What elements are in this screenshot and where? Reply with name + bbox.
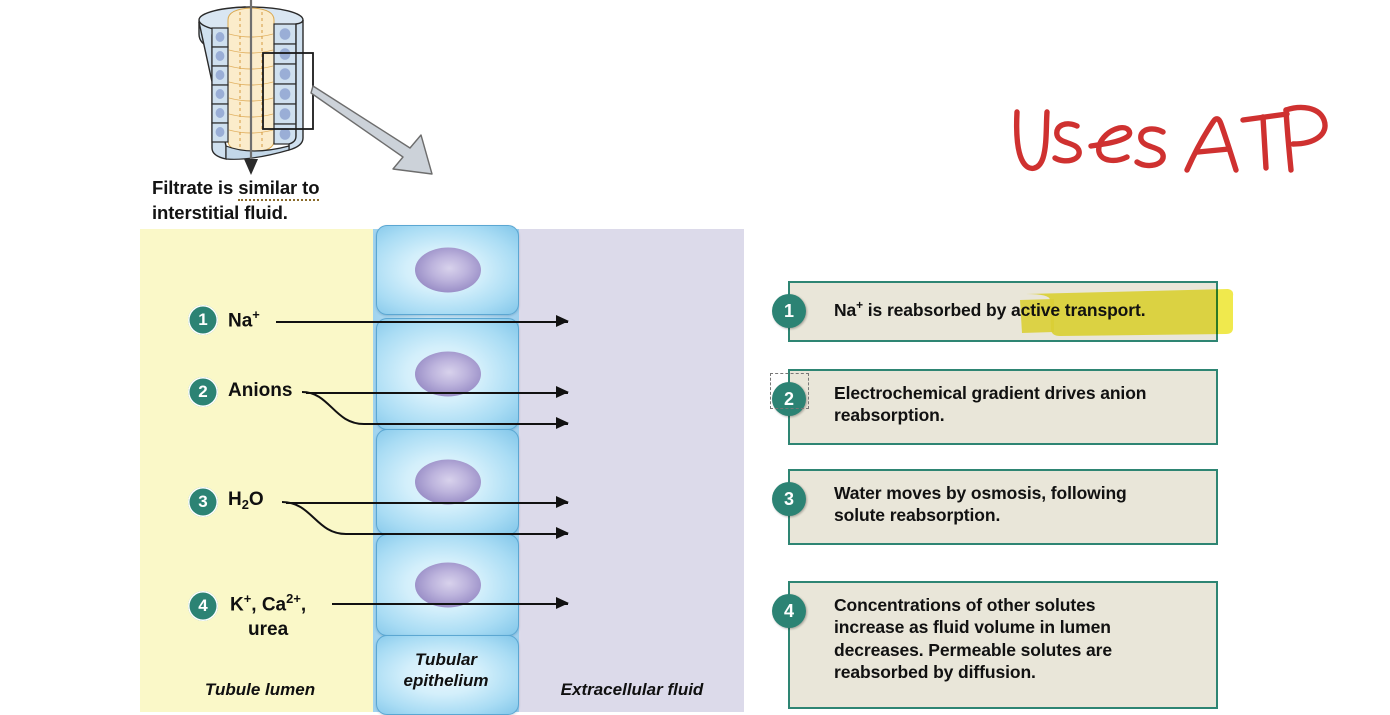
selection-handle-box[interactable] [770, 373, 809, 409]
callout-box-1[interactable]: 1 Na+ is reabsorbed by active transport. [772, 281, 1218, 342]
transport-arrow-3a [286, 502, 568, 504]
callout-box-3[interactable]: 3 Water moves by osmosis, following solu… [772, 469, 1218, 545]
transport-arrow-3b [401, 533, 568, 535]
diagram-step-marker-2: 2 [188, 377, 218, 407]
callout-marker-3: 3 [772, 482, 806, 516]
cell-nucleus [414, 247, 481, 293]
label-tubule-lumen: Tubule lumen [204, 680, 316, 699]
epithelial-cell [376, 318, 519, 430]
callout-1-mid: is reabsorbed by [863, 299, 1012, 320]
callout-text-3: Water moves by osmosis, following solute… [834, 482, 1204, 527]
extracellular-fluid-region [519, 229, 744, 712]
epithelial-cell [376, 534, 519, 636]
label-tubular-epithelium: Tubular epithelium [373, 649, 519, 692]
transport-arrow-head-3b [556, 527, 569, 539]
transport-arrow-head-2a [556, 386, 569, 398]
callout-4-line1: Concentrations of other solutes [834, 595, 1096, 615]
diagram-step-marker-3: 3 [188, 487, 218, 517]
ion-label-other-solutes: K+, Ca2+,urea [230, 591, 307, 640]
ion-label-water: H2O [228, 489, 264, 512]
ion-label-anions: Anions [228, 380, 293, 401]
callout-marker-4: 4 [772, 594, 806, 628]
callout-text-1: Na+ is reabsorbed by active transport. [834, 298, 1204, 321]
callout-1-superscript: + [856, 298, 864, 312]
epithelial-cell [376, 429, 519, 535]
callout-3-line1: Water moves by osmosis, following [834, 483, 1127, 503]
callout-4-line2: increase as fluid volume in lumen [834, 617, 1111, 638]
transport-arrow-head-2b [556, 417, 569, 429]
transport-arrow-4 [332, 603, 568, 605]
diagram-step-marker-4: 4 [188, 591, 218, 621]
transport-arrow-head-3a [556, 496, 569, 508]
ion-label-sodium: Na+ [228, 307, 260, 332]
label-epithelium-line2: epithelium [403, 671, 489, 691]
tubule-lumen-region [140, 229, 373, 712]
transport-arrow-head-1 [556, 315, 569, 327]
callout-text-2: Electrochemical gradient drives anion re… [834, 382, 1204, 427]
filtrate-caption: Filtrate is similar to interstitial flui… [152, 176, 452, 225]
cell-nucleus [414, 351, 481, 397]
transport-arrow-2b-curve [301, 391, 420, 425]
cell-nucleus [414, 562, 481, 608]
transport-arrow-1 [276, 321, 568, 323]
transport-arrow-2a [306, 392, 568, 394]
transport-arrow-3b-curve [281, 501, 405, 535]
transport-arrow-head-4 [556, 597, 569, 609]
callout-box-2[interactable]: 2 Electrochemical gradient drives anion … [772, 369, 1218, 445]
diagram-step-marker-1: 1 [188, 305, 218, 335]
caption-line2: interstitial fluid. [152, 201, 288, 223]
tubule-cutaway-illustration [198, 0, 433, 175]
callout-3-line2: solute reabsorption. [834, 505, 1001, 526]
epithelial-cell [376, 225, 519, 315]
callout-marker-2: 2 [772, 382, 806, 416]
cell-nucleus [414, 459, 481, 505]
callout-marker-1: 1 [772, 294, 806, 328]
transport-diagram-panel: 1 Na+ 2 Anions 3 H2O 4 K+, Ca2+,urea Tub… [140, 225, 744, 715]
callout-2-line1: Electrochemical gradient drives anion [834, 383, 1147, 403]
caption-line1-prefix: Filtrate is [152, 177, 239, 198]
callout-2-line2: reabsorption. [834, 405, 945, 426]
transport-arrow-2b [416, 423, 568, 425]
callout-1-highlighted-phrase: active transport. [1011, 299, 1146, 320]
epithelial-cell [376, 635, 519, 715]
ink-annotation-uses-atp [1013, 104, 1328, 173]
callout-1-na: Na [834, 299, 857, 320]
label-epithelium-line1: Tubular [414, 650, 478, 669]
callout-4-line3: decreases. Permeable solutes are [834, 639, 1112, 660]
caption-underlined-phrase: similar to [238, 177, 320, 201]
callout-4-line4: reabsorbed by diffusion. [834, 662, 1036, 683]
callout-box-4[interactable]: 4 Concentrations of other solutes increa… [772, 581, 1218, 709]
callout-text-4: Concentrations of other solutes increase… [834, 594, 1204, 684]
label-extracellular-fluid: Extracellular fluid [560, 680, 704, 699]
